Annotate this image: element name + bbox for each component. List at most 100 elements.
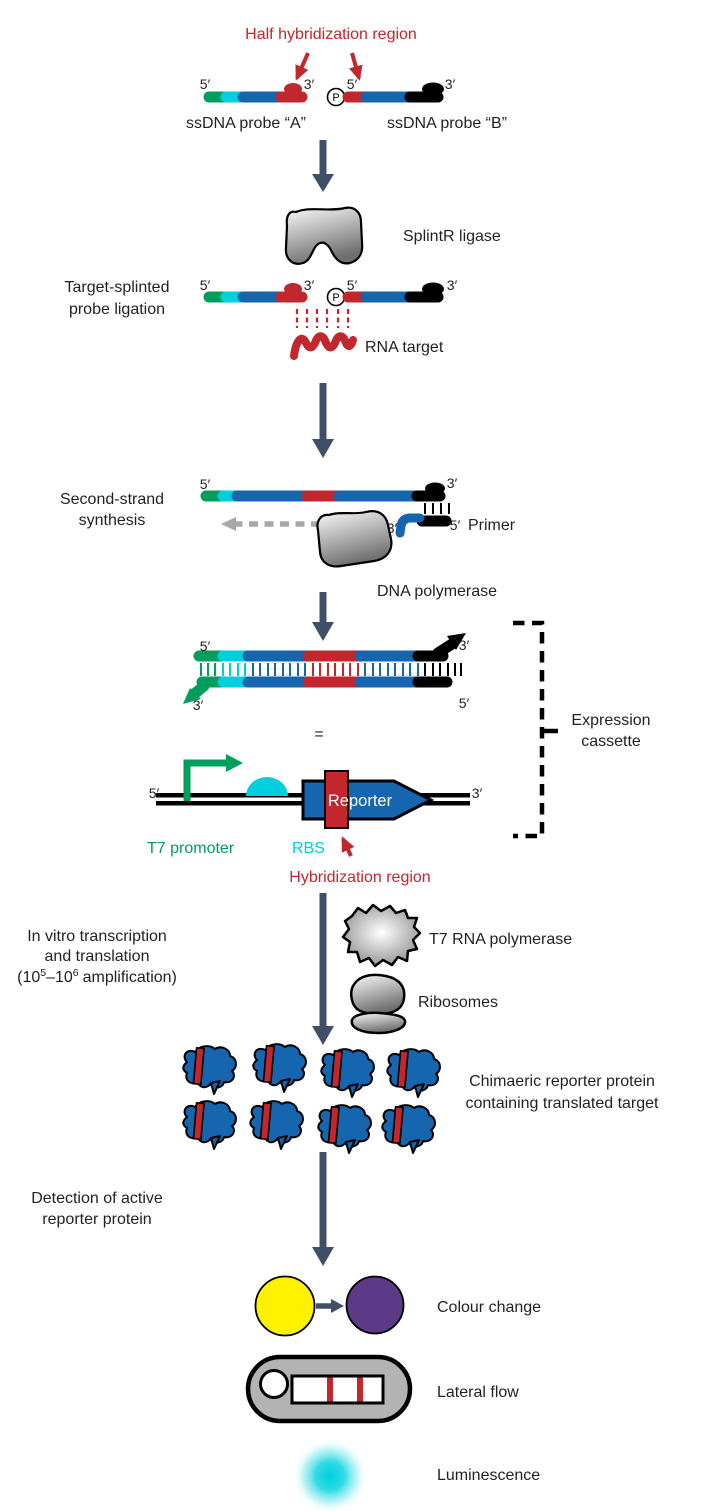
sample-well <box>259 1369 289 1399</box>
primer-label: Primer <box>468 517 516 534</box>
ligation-3prime-b: 3′ <box>447 277 458 293</box>
dna-polymerase-blob <box>316 510 393 568</box>
step-detection-label-2: reporter protein <box>42 1211 151 1228</box>
primer-5prime: 5′ <box>450 517 461 533</box>
step-ivtt-label-1: In vitro transcription <box>27 928 167 945</box>
colour-after-circle <box>345 1275 405 1335</box>
protein-label-1: Chimaeric reporter protein <box>469 1073 655 1090</box>
reporter-protein <box>182 1100 237 1150</box>
colour-change-readout <box>254 1275 405 1337</box>
step-ligation-label-1: Target-splinted <box>65 279 170 296</box>
splintr-ligase-label: SplintR ligase <box>403 228 501 245</box>
lateral-flow-device <box>245 1354 413 1424</box>
ribosomes-label: Ribosomes <box>418 994 498 1011</box>
test-line <box>327 1377 333 1402</box>
rbs-dome <box>246 777 288 796</box>
half-hybridization-pointer-arrows <box>295 52 363 81</box>
amp-pre: (10 <box>17 969 40 986</box>
luminescence-glow <box>292 1438 368 1511</box>
half-hybridization-title: Half hybridization region <box>245 26 417 43</box>
basepair-ticks-red <box>312 663 359 676</box>
probe-b-label: ssDNA probe “B” <box>387 115 507 132</box>
step-ivtt-label-2: and translation <box>45 948 150 965</box>
primer-basepair-ticks <box>424 503 450 514</box>
colour-change-label: Colour change <box>437 1299 541 1316</box>
ligated-probe-b <box>342 282 444 303</box>
probe-b-3prime: 3′ <box>445 76 456 92</box>
ds-bottom-strand <box>183 676 453 704</box>
reporter-protein <box>252 1043 307 1093</box>
pointer-arrow-right <box>349 52 363 81</box>
half-hybridization-hook-a <box>284 83 302 95</box>
probe-a-label: ssDNA probe “A” <box>186 115 306 132</box>
ribosome-blob <box>349 973 407 1035</box>
cassette-3prime: 3′ <box>472 785 483 801</box>
flow-arrow-2 <box>312 383 334 458</box>
test-strip <box>290 1374 385 1405</box>
ligation-5prime-a: 5′ <box>200 277 211 293</box>
probe-b-5prime: 5′ <box>347 76 358 92</box>
template-5prime: 5′ <box>200 476 211 492</box>
ligated-probe-a <box>203 283 308 303</box>
step-detection-label-1: Detection of active <box>31 1190 163 1207</box>
t7-rna-polymerase-label: T7 RNA polymerase <box>429 931 572 948</box>
ds-bottom-3prime-hook <box>183 688 201 704</box>
basepair-ticks-black <box>424 663 462 676</box>
hybridization-region-box <box>324 770 349 829</box>
hybridization-pointer-arrow <box>341 836 355 857</box>
primer <box>395 513 452 538</box>
ds-top-3prime: 3′ <box>459 637 470 653</box>
dna-polymerase-label: DNA polymerase <box>377 583 497 600</box>
flow-arrow-3 <box>312 592 334 641</box>
cassette-5prime: 5′ <box>149 785 160 801</box>
step-synthesis-label-1: Second-strand <box>60 491 164 508</box>
reporter-label: Reporter <box>328 792 393 810</box>
splintr-ligase-blob <box>284 206 364 265</box>
phosphate-label: P <box>332 92 339 104</box>
equals-sign: = <box>314 726 323 743</box>
reporter-protein <box>320 1048 375 1098</box>
reporter-protein <box>182 1045 237 1095</box>
basepair-ticks-cyan <box>222 663 246 676</box>
rna-target-label: RNA target <box>365 339 444 356</box>
t7-rna-polymerase-blob <box>341 903 422 968</box>
t7-promoter-arrow <box>183 754 243 801</box>
probe-a-strand <box>203 83 308 103</box>
hybridization-dashes <box>295 309 350 328</box>
chimaeric-proteins <box>182 1043 441 1154</box>
control-line <box>357 1377 363 1402</box>
reporter-protein <box>249 1100 304 1150</box>
expression-cassette-label-2: cassette <box>581 733 641 750</box>
t7-promoter-label: T7 promoter <box>147 840 235 857</box>
pointer-arrow-left <box>295 52 310 81</box>
ds-bottom-5prime: 5′ <box>459 695 470 711</box>
ligation-3prime-a: 3′ <box>304 277 315 293</box>
basepair-ticks-green <box>200 663 216 676</box>
reporter-protein <box>381 1104 436 1154</box>
amp-sup-2: 6 <box>73 967 79 979</box>
reporter-protein <box>317 1104 372 1154</box>
phosphate-label-2: P <box>332 292 339 304</box>
template-3prime: 3′ <box>447 475 458 491</box>
synthesis-direction-arrow <box>221 517 320 531</box>
lateral-flow-label: Lateral flow <box>437 1384 519 1401</box>
colour-before-circle <box>254 1275 316 1337</box>
amp-mid: –10 <box>46 969 73 986</box>
primer-3prime: 3′ <box>387 520 398 536</box>
probe-b-end-blob <box>422 82 444 96</box>
flow-arrow-5 <box>312 1152 334 1266</box>
amp-post: amplification) <box>83 969 177 986</box>
ds-top-5prime: 5′ <box>200 638 211 654</box>
basepair-ticks-blue-2 <box>364 663 419 676</box>
reporter-protein <box>386 1048 441 1098</box>
probe-b-strand <box>342 82 444 103</box>
flow-arrow-4 <box>312 893 334 1045</box>
step-synthesis-label-2: synthesis <box>79 512 146 529</box>
ds-top-strand <box>193 633 466 662</box>
basepair-ticks-blue-1 <box>252 663 306 676</box>
probe-a-3prime: 3′ <box>304 76 315 92</box>
ds-bottom-3prime: 3′ <box>193 697 204 713</box>
ds-top-3prime-hook <box>447 633 466 650</box>
